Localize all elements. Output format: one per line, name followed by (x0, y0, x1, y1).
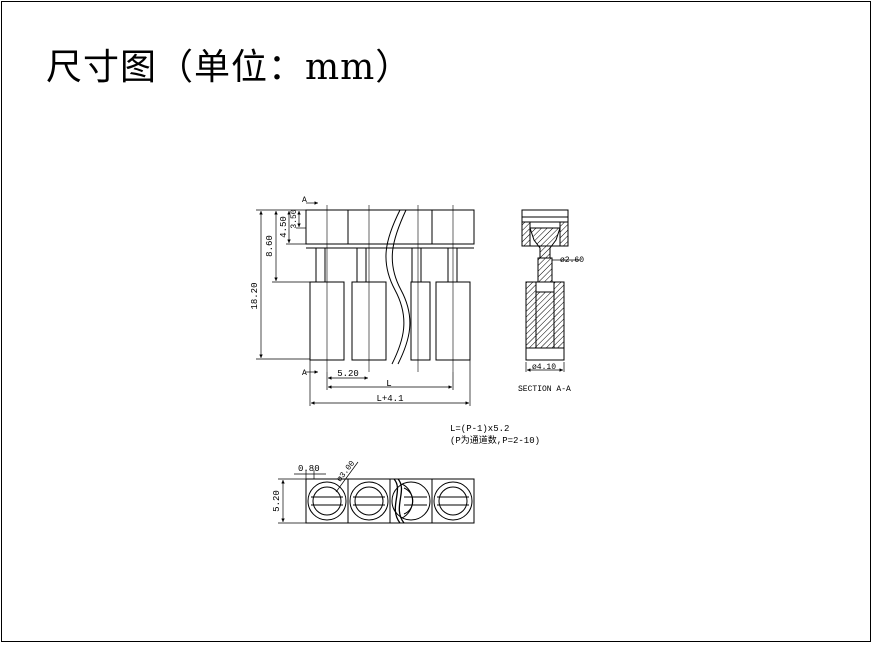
lower-body-4 (435, 281, 471, 361)
front-view (305, 205, 475, 372)
dim-0-80: 0.80 (298, 464, 320, 474)
dim-4-50: 4.50 (279, 216, 289, 238)
break-line-left (385, 209, 405, 365)
section-title: SECTION A-A (518, 385, 571, 394)
lower-body-1 (309, 281, 345, 361)
section-marker-top: A (302, 196, 307, 205)
section-labels: ø2.60 ø4.10 SECTION A-A (518, 256, 584, 394)
dim-5-20-top: 5.20 (272, 490, 282, 512)
top-break-right (397, 478, 405, 524)
lower-body-3 (410, 281, 431, 361)
formula-block: L=(P-1)x5.2 (P为通道数,P=2-10) (450, 424, 540, 446)
front-dimensions (256, 201, 471, 406)
top-view (305, 478, 475, 524)
section-marker-bottom: A (302, 369, 307, 378)
dim-8-60: 8.60 (265, 235, 275, 257)
top-labels: 5.20 0.80 ø3.00 (272, 459, 357, 512)
dim-5-20-front: 5.20 (337, 369, 359, 379)
section-view (521, 209, 569, 361)
formula: L=(P-1)x5.2 (450, 424, 509, 434)
dim-dia-4-10: ø4.10 (532, 363, 556, 372)
top-dimensions (278, 461, 359, 524)
front-dim-labels: 18.20 8.60 4.50 3.50 A A 5.20 L L+4.1 (250, 196, 404, 404)
formula-note: (P为通道数,P=2-10) (450, 434, 540, 446)
top-break-left (393, 478, 401, 524)
dim-dia-3-00: ø3.00 (335, 459, 357, 484)
dim-L-plus-4-1: L+4.1 (376, 394, 403, 404)
page-title: 尺寸图（单位：mm） (46, 47, 413, 88)
contact-ring-3 (391, 481, 431, 521)
contact-ring-1 (307, 481, 347, 521)
top-housing (305, 209, 475, 245)
dim-dia-2-60: ø2.60 (560, 256, 584, 265)
break-line-right (391, 209, 411, 365)
dim-3-50: 3.50 (290, 209, 299, 228)
dim-L: L (386, 379, 391, 389)
dim-18-20: 18.20 (250, 282, 260, 309)
contact-ring-2 (349, 481, 389, 521)
section-dimensions (525, 259, 580, 372)
lower-body-2 (351, 281, 387, 361)
contact-ring-4 (433, 481, 473, 521)
